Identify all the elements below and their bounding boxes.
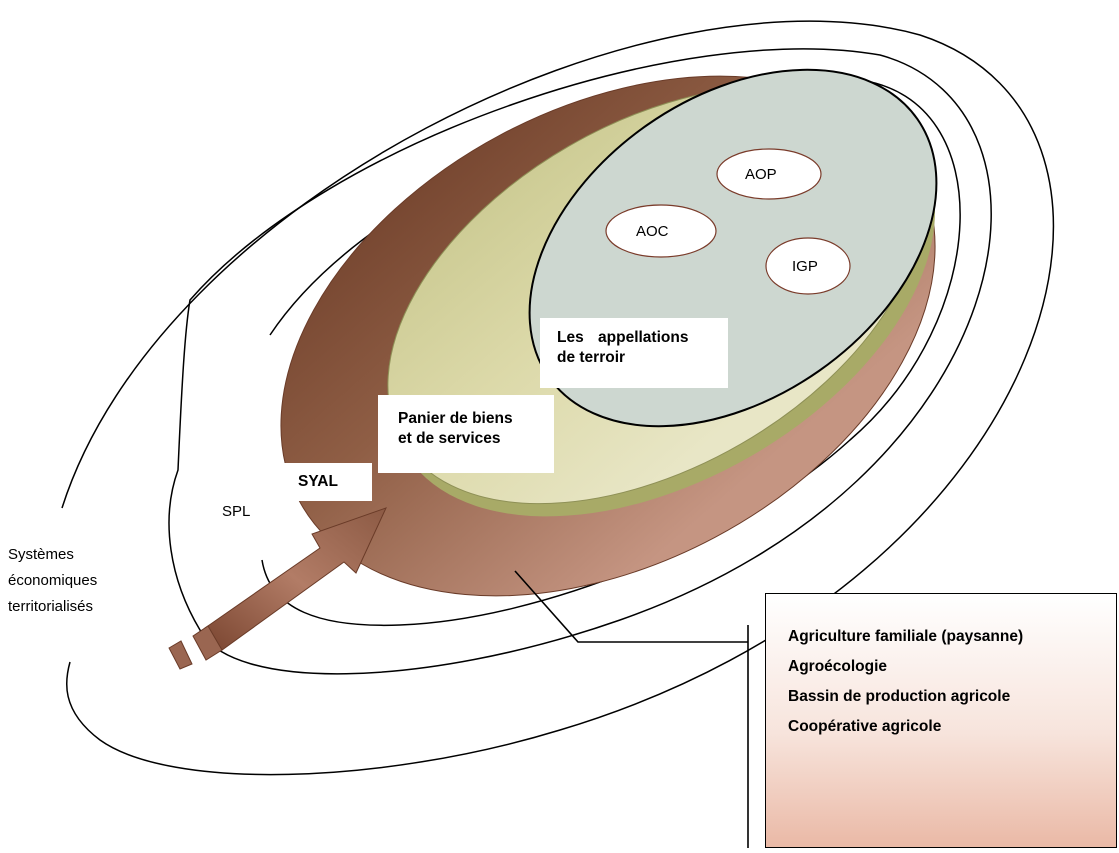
aoc-label: AOC bbox=[636, 223, 669, 240]
outer-ellipse-systemes bbox=[61, 20, 1055, 776]
appellations-label-box bbox=[540, 318, 728, 388]
legend-item: Agroécologie bbox=[788, 658, 888, 675]
systemes-label: Systèmes économiques territorialisés bbox=[8, 546, 98, 615]
middle-ellipse-spl bbox=[168, 48, 992, 675]
appellations-label: Les appellations de terroir bbox=[557, 329, 689, 367]
spl-label: SPL bbox=[222, 503, 251, 520]
syal-label: SYAL bbox=[298, 473, 338, 490]
aoc-ellipse bbox=[605, 204, 717, 258]
syal-label-box bbox=[279, 463, 372, 501]
aop-ellipse bbox=[716, 148, 822, 200]
legend-connector-line bbox=[514, 570, 748, 643]
legend-box: Agriculture familiale (paysanne) Agroéco… bbox=[765, 593, 1117, 848]
panier-label: Panier de biens et de services bbox=[398, 410, 513, 448]
igp-label: IGP bbox=[792, 258, 818, 275]
legend-item: Bassin de production agricole bbox=[788, 688, 1011, 705]
igp-ellipse bbox=[765, 237, 851, 295]
panier-label-box bbox=[378, 395, 554, 473]
legend-item: Coopérative agricole bbox=[788, 718, 942, 735]
aop-label: AOP bbox=[745, 166, 777, 183]
legend-list: Agriculture familiale (paysanne) Agroéco… bbox=[788, 622, 1023, 742]
legend-item: Agriculture familiale (paysanne) bbox=[788, 628, 1024, 645]
arrow-icon bbox=[168, 507, 387, 670]
